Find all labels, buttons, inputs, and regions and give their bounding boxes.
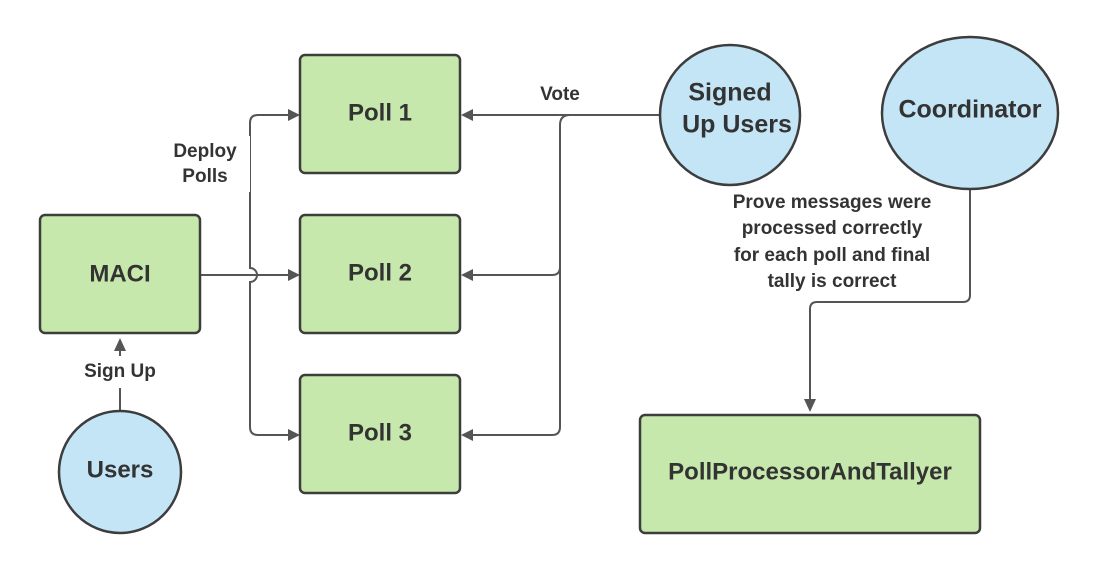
arrow-to-poll-processor <box>804 399 816 412</box>
prove-label: Prove messages were processed correctly … <box>733 192 932 292</box>
sign-up-label: Sign Up <box>74 358 166 386</box>
signed-up-users-label-line2: Up Users <box>682 111 792 139</box>
deploy-polls-label-line1: Deploy <box>173 141 237 162</box>
prove-label-line3: for each poll and final <box>734 245 930 266</box>
sign-up-label-text: Sign Up <box>84 361 156 382</box>
maci-label: MACI <box>89 260 150 287</box>
edge-vote <box>461 109 660 441</box>
signed-up-users-node: Signed Up Users <box>658 43 802 187</box>
arrow-to-poll2 <box>288 269 300 281</box>
edge-prove <box>804 190 971 412</box>
poll2-node: Poll 2 <box>298 213 462 335</box>
deploy-polls-label-line2: Polls <box>182 166 227 187</box>
edge-sign-up <box>114 338 126 412</box>
poll1-node: Poll 1 <box>298 53 462 175</box>
arrow-vote-poll2 <box>461 269 473 281</box>
prove-label-line4: tally is correct <box>768 271 898 292</box>
poll3-node: Poll 3 <box>298 373 462 495</box>
arrow-sign-up <box>114 338 126 351</box>
vote-label: Vote <box>540 84 580 105</box>
arrow-to-poll3 <box>288 429 300 441</box>
prove-label-line2: processed correctly <box>742 218 923 239</box>
poll-processor-node: PollProcessorAndTallyer <box>638 413 982 535</box>
arrow-vote-poll3 <box>461 429 473 441</box>
arrow-to-poll1 <box>288 109 300 121</box>
poll-processor-label: PollProcessorAndTallyer <box>668 458 952 485</box>
arrow-vote-poll1 <box>461 109 473 121</box>
signed-up-users-label-line1: Signed <box>688 79 771 107</box>
prove-label-line1: Prove messages were <box>733 192 932 213</box>
coordinator-node: Coordinator <box>880 35 1060 191</box>
poll3-label: Poll 3 <box>348 419 412 446</box>
edge-deploy-polls <box>200 109 300 441</box>
users-node: Users <box>57 409 183 535</box>
users-label: Users <box>87 456 154 483</box>
maci-node: MACI <box>38 213 202 335</box>
poll1-label: Poll 1 <box>348 99 412 126</box>
coordinator-label: Coordinator <box>898 96 1041 124</box>
deploy-polls-label: Deploy Polls <box>160 136 250 192</box>
poll2-label: Poll 2 <box>348 259 412 286</box>
